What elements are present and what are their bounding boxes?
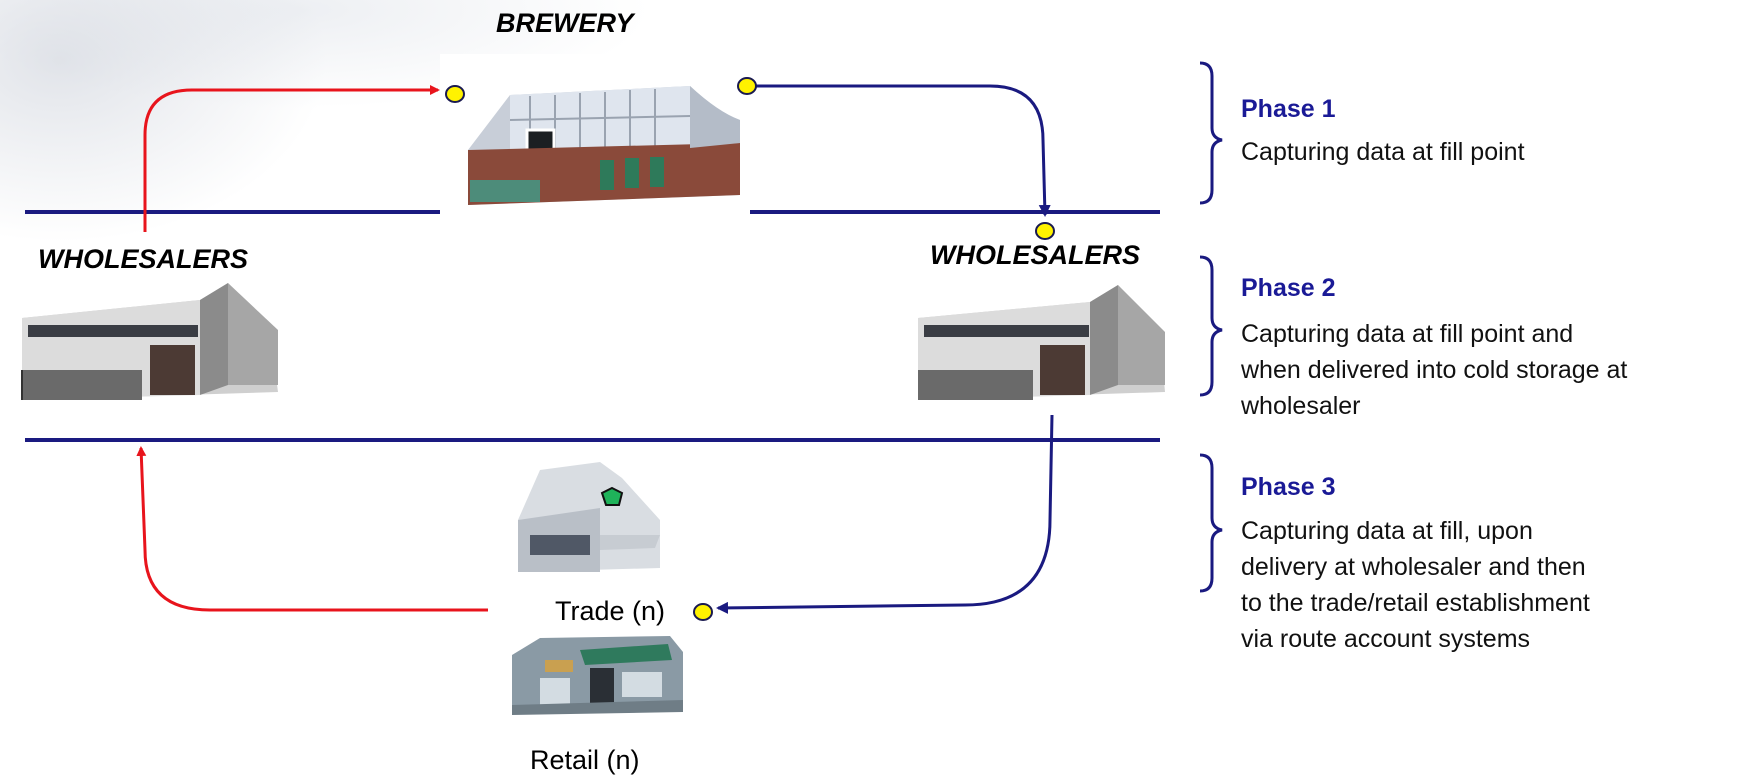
capture-point-marker-trade <box>693 603 713 621</box>
delivery-arrow-brewery-to-wholesaler <box>752 84 1051 217</box>
wholesaler-left-icon <box>21 283 278 400</box>
retail-shop-icon <box>512 636 683 715</box>
phase-3-line: via route account systems <box>1241 625 1531 653</box>
phase-2-line: wholesaler <box>1241 392 1361 420</box>
capture-point-marker-brewery-out <box>737 77 757 95</box>
capture-point-markers <box>445 77 1055 621</box>
return-arrow-trade-to-wholesaler <box>136 446 488 612</box>
retail-label: Retail (n) <box>530 745 640 775</box>
phase-2-title: Phase 2 <box>1241 274 1336 302</box>
brewery-label: BREWERY <box>496 8 634 38</box>
phase-3-line: Capturing data at fill, upon <box>1241 517 1533 545</box>
phase-3-description: Capturing data at fill, upon delivery at… <box>1241 513 1590 657</box>
phase-3-line: delivery at wholesaler and then <box>1241 553 1586 581</box>
capture-point-marker-wholesaler <box>1035 222 1055 240</box>
delivery-arrow-wholesaler-to-trade <box>716 414 1054 614</box>
wholesalers-left-label: WHOLESALERS <box>38 244 249 274</box>
wholesalers-right-label: WHOLESALERS <box>930 240 1141 270</box>
phase-1-bracket <box>1199 61 1223 205</box>
phase-2-bracket <box>1199 255 1223 397</box>
phase-2-line: Capturing data at fill point and <box>1241 320 1574 348</box>
phase-3-title: Phase 3 <box>1241 473 1336 501</box>
phase-3-bracket <box>1199 453 1223 593</box>
return-arrow-wholesaler-to-brewery <box>143 85 440 232</box>
capture-point-marker-brewery-in <box>445 85 465 103</box>
trade-pub-icon <box>518 462 660 572</box>
trade-label: Trade (n) <box>555 596 666 626</box>
phase-1-title: Phase 1 <box>1241 95 1336 123</box>
brewery-icon <box>440 54 750 214</box>
phase-3-line: to the trade/retail establishment <box>1241 589 1590 617</box>
phase-2-description: Capturing data at fill point and when de… <box>1241 316 1627 424</box>
wholesaler-right-icon <box>918 285 1165 400</box>
phase-2-line: when delivered into cold storage at <box>1241 356 1628 384</box>
phase-1-description: Capturing data at fill point <box>1241 134 1525 170</box>
phase-1-line: Capturing data at fill point <box>1241 138 1525 166</box>
